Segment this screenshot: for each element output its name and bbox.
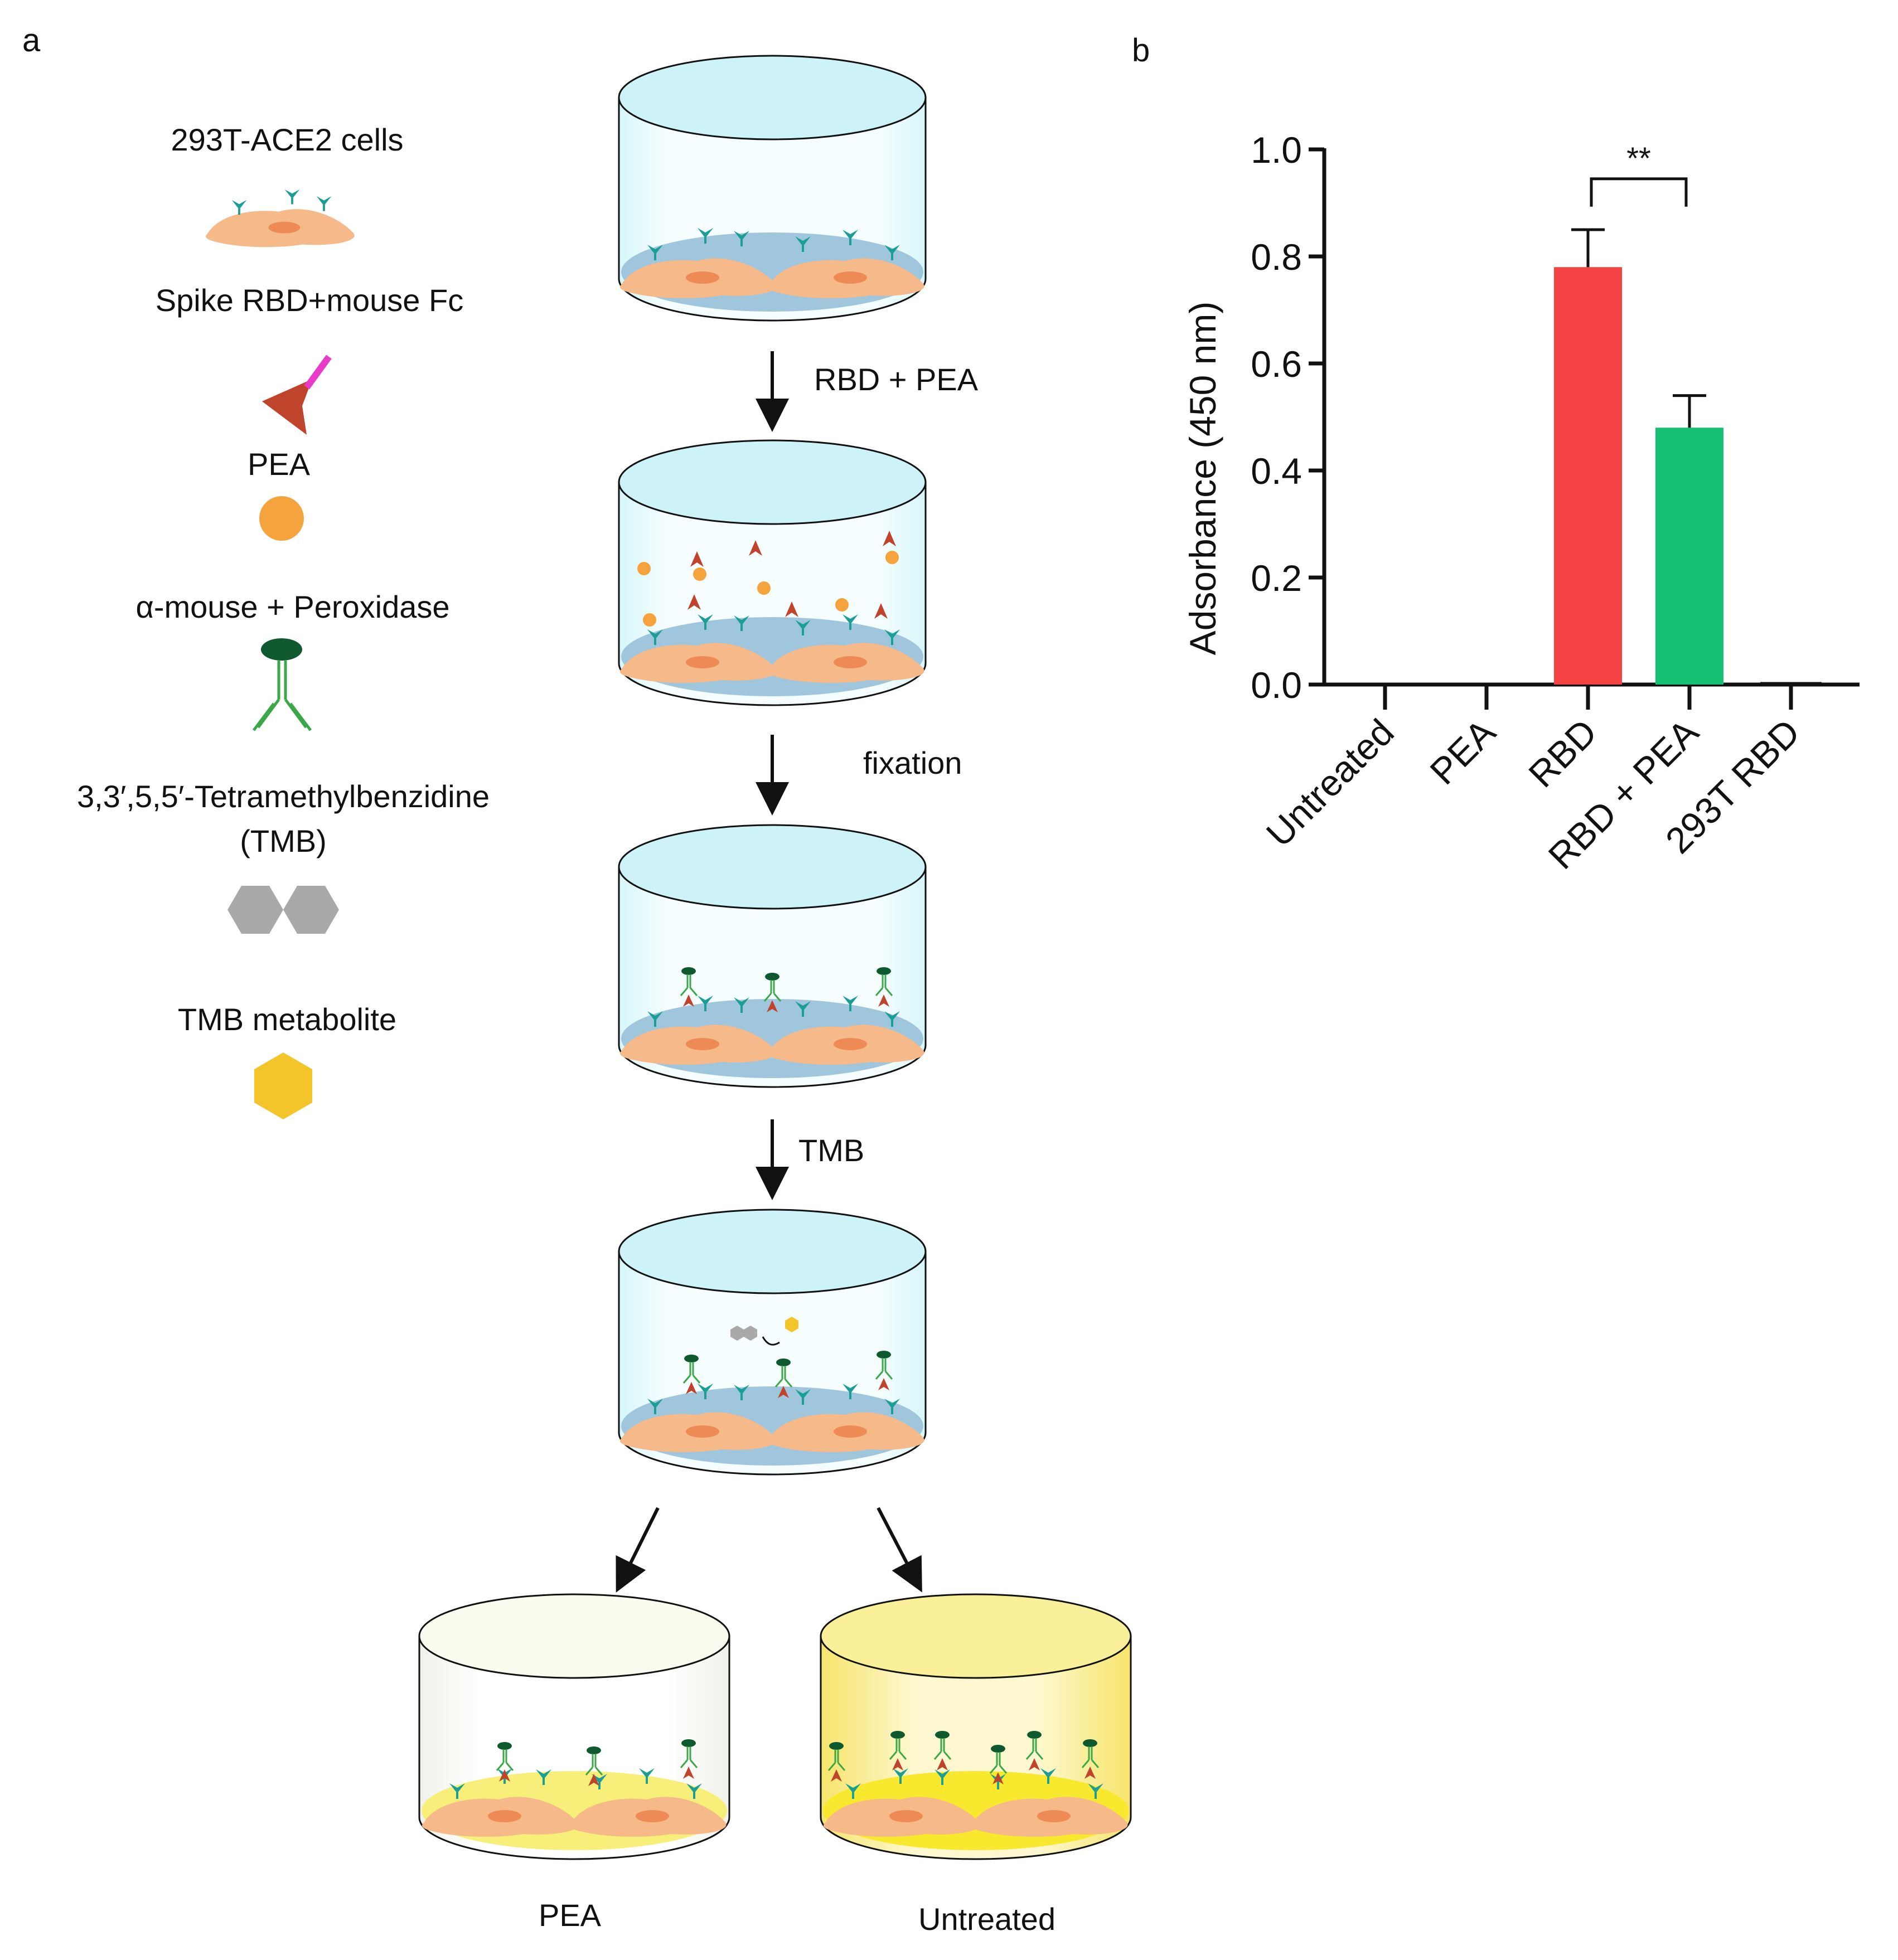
legend-tmb-label-1: 3,3′,5,5′-Tetramethylbenzidine	[77, 779, 490, 814]
pea-particle	[885, 551, 899, 564]
y-tick-label: 0.6	[1251, 343, 1302, 385]
pea-particle	[693, 567, 706, 581]
tmb-small-icon	[730, 1326, 744, 1341]
significance-label: **	[1626, 140, 1651, 176]
dish-outcome-untreated	[820, 1593, 1132, 1860]
dish-cells	[618, 55, 927, 322]
tmb-metabolite-small-icon	[785, 1317, 798, 1332]
dish-rbd-pea	[618, 439, 927, 706]
y-tick-label: 0.0	[1251, 664, 1302, 706]
legend-tmb-label-2: (TMB)	[240, 823, 327, 858]
chart-y-axis-label: Adsorbance (450 nm)	[1182, 302, 1223, 656]
pea-particle	[637, 562, 651, 575]
legend-rbd-label: Spike RBD+mouse Fc	[156, 283, 463, 318]
step1-label: RBD + PEA	[814, 362, 979, 397]
chart-bars: **	[1554, 140, 1822, 685]
panel-label-b: b	[1132, 32, 1150, 69]
dish-tmb	[618, 1209, 927, 1476]
workflow-dishes	[418, 55, 1132, 1860]
tmb-small-icon	[744, 1326, 757, 1341]
legend-antibody-icon	[253, 638, 312, 731]
outcome-untreated-label: Untreated	[918, 1901, 1055, 1937]
x-tick-label: RBD	[1521, 711, 1605, 795]
pea-particle	[643, 613, 656, 627]
legend-antibody-label: α-mouse + Peroxidase	[135, 589, 449, 624]
reaction-arrow	[762, 1336, 780, 1346]
legend-cell-icon	[206, 188, 355, 248]
legend-pea-icon	[259, 496, 304, 541]
bar-rbd-pea	[1655, 428, 1723, 685]
y-tick-label: 1.0	[1251, 129, 1302, 171]
pea-particle	[835, 598, 849, 612]
step2-label: fixation	[863, 745, 962, 780]
legend-tmb-icon	[227, 886, 339, 934]
x-tick-label: PEA	[1422, 711, 1503, 793]
legend-cells-label: 293T-ACE2 cells	[171, 122, 403, 157]
legend: 293T-ACE2 cells Spike RBD+mouse Fc PEA α…	[77, 122, 490, 1119]
legend-tmb-metabolite-icon	[254, 1052, 312, 1119]
y-tick-label: 0.8	[1251, 236, 1302, 278]
bar-rbd	[1554, 267, 1622, 685]
panel-label-a: a	[22, 22, 41, 59]
y-tick-label: 0.4	[1251, 450, 1302, 492]
significance-bracket	[1590, 177, 1688, 207]
step-arrows	[616, 351, 922, 1593]
dish-fixation	[618, 824, 927, 1088]
y-tick-label: 0.2	[1251, 557, 1302, 599]
legend-pea-label: PEA	[248, 447, 311, 482]
dish-outcome-pea	[418, 1593, 730, 1860]
legend-tmb-metabolite-label: TMB metabolite	[178, 1002, 396, 1037]
pea-particle	[757, 581, 771, 595]
x-tick-label: Untreated	[1258, 711, 1402, 855]
outcome-pea-label: PEA	[539, 1898, 602, 1933]
step3-label: TMB	[798, 1133, 864, 1168]
legend-rbd-icon	[262, 355, 332, 435]
